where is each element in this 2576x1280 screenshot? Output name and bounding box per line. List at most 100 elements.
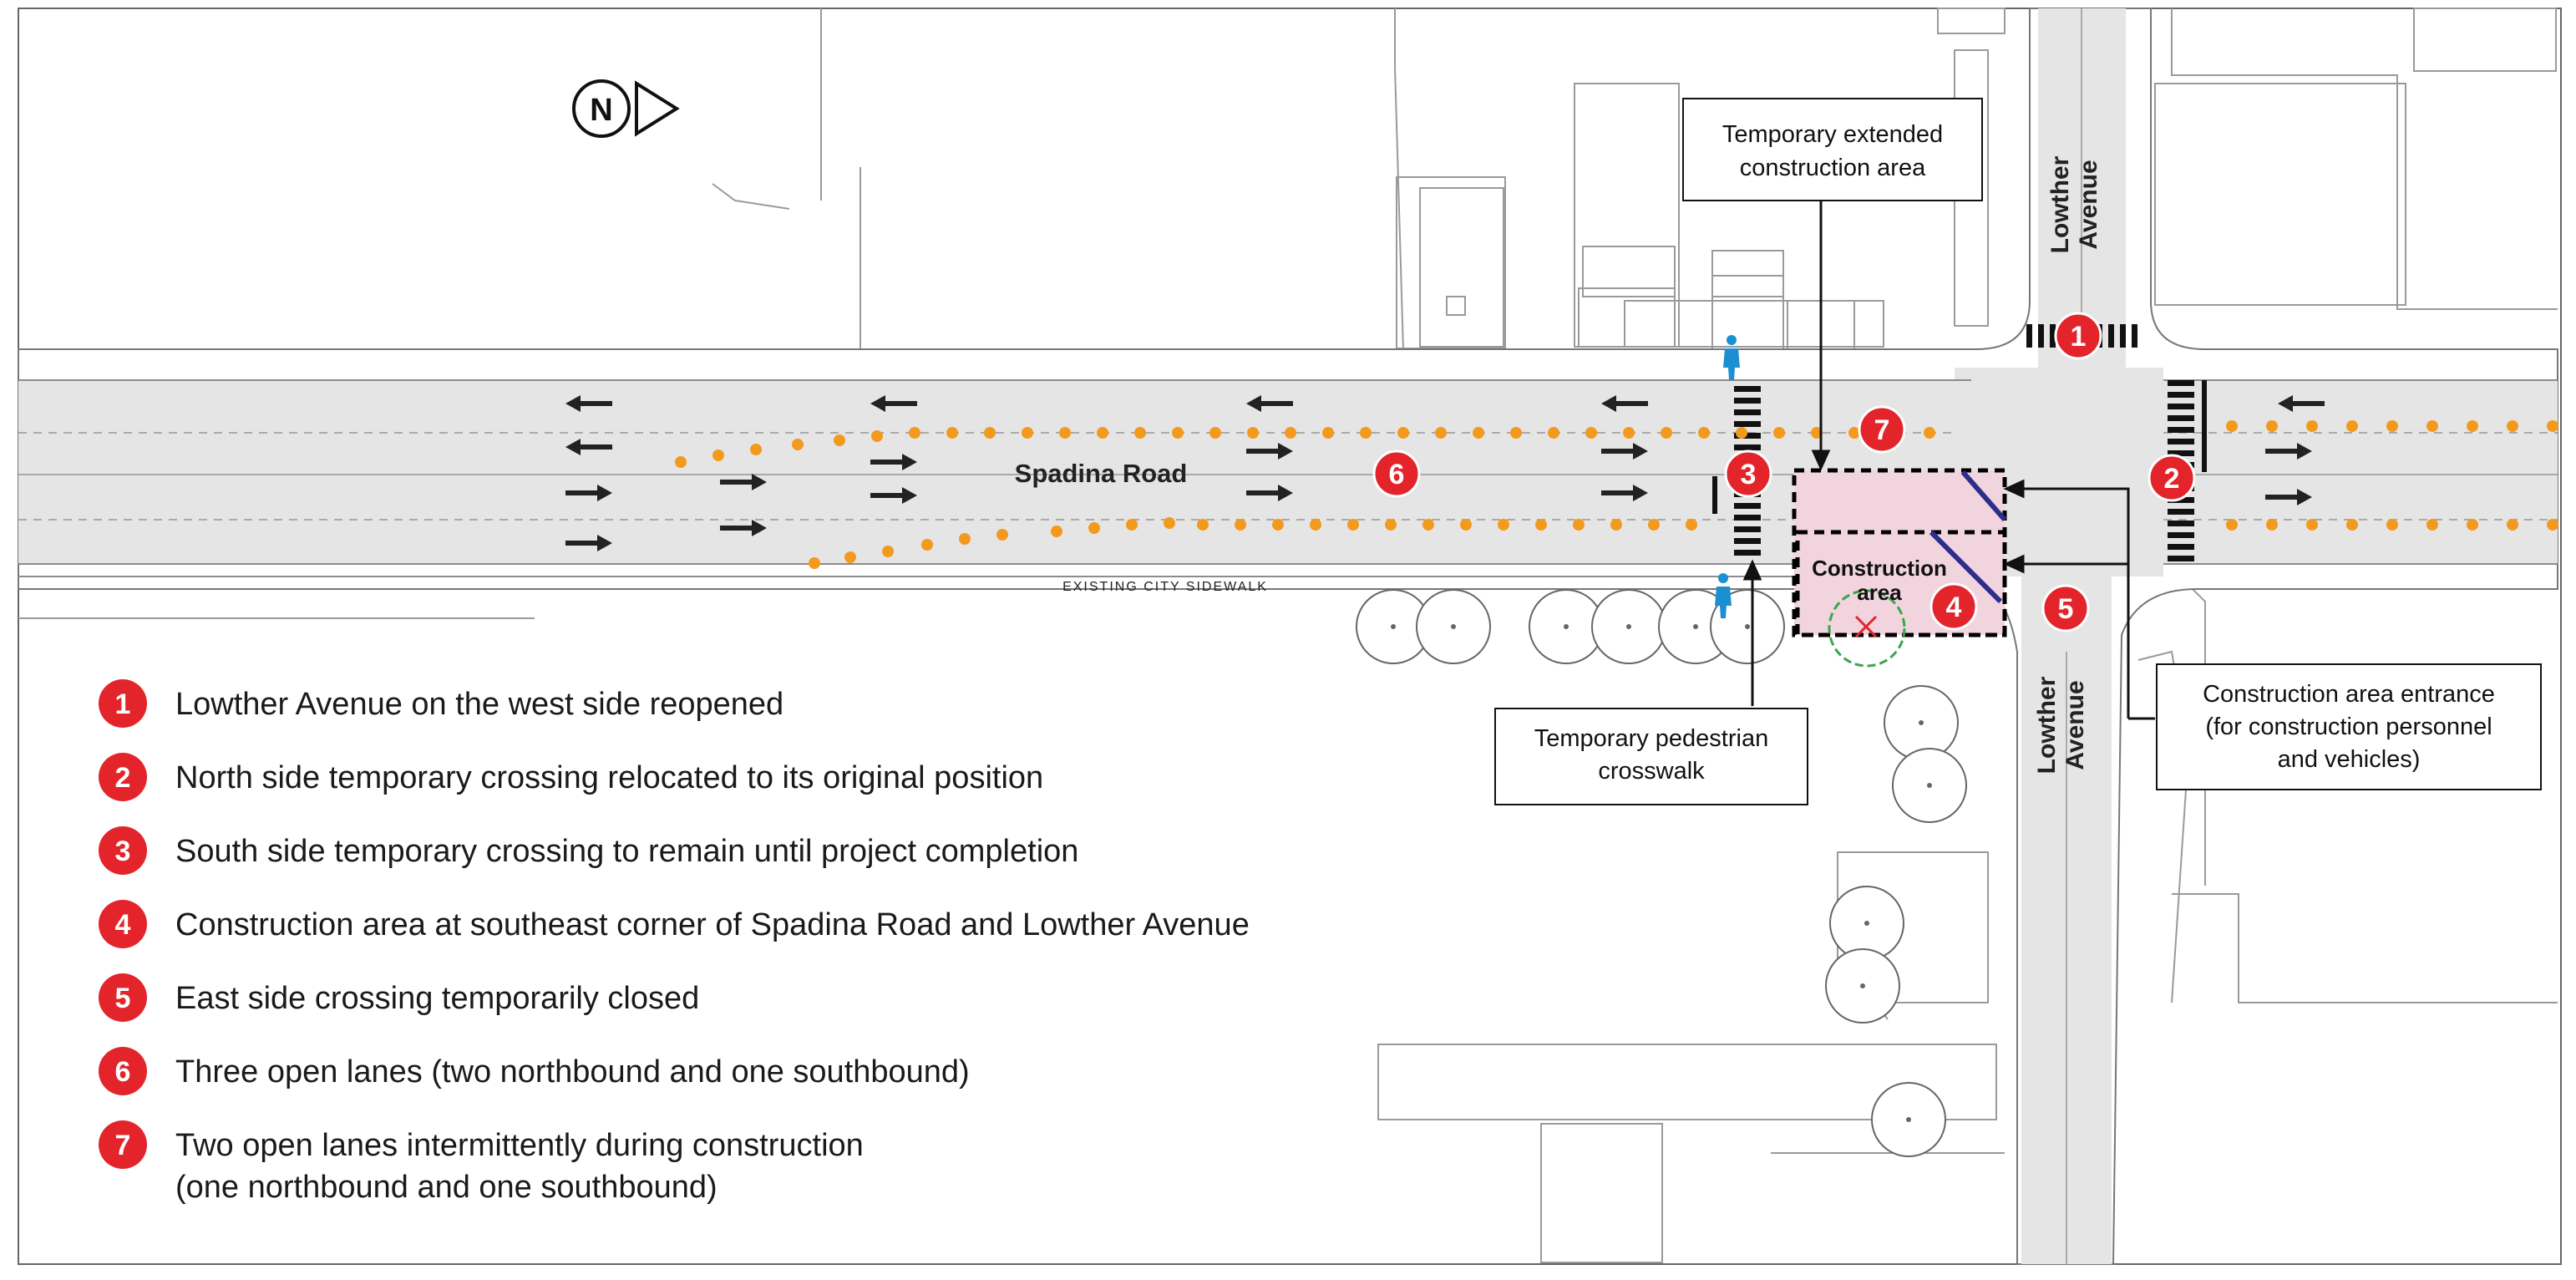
- building-outline: [1540, 1123, 1663, 1263]
- west-crosswalk-stripe: [2108, 324, 2114, 348]
- traffic-cone-icon: [959, 533, 971, 545]
- legend-text: East side crossing temporarily closed: [175, 981, 699, 1016]
- south-crosswalk-stripe: [1734, 421, 1761, 427]
- pedestrian-icon: [1723, 335, 1740, 380]
- lowther-north-line2: Avenue: [2075, 160, 2102, 249]
- traffic-cone-icon: [750, 444, 762, 455]
- building-outline: [1582, 246, 1676, 297]
- traffic-cone-icon: [1535, 519, 1547, 531]
- traffic-cone-icon: [1397, 427, 1409, 439]
- lane-arrow-icon: [1246, 485, 1293, 501]
- north-crosswalk-stripe: [2168, 532, 2194, 538]
- north-crosswalk-stripe: [2168, 544, 2194, 550]
- traffic-cone-icon: [712, 450, 724, 461]
- legend-marker: [99, 753, 147, 801]
- traffic-cone-icon: [2467, 420, 2478, 432]
- traffic-cones: [675, 420, 2558, 569]
- south-crosswalk-stripe: [1734, 538, 1761, 544]
- tree-icon: [1710, 589, 1785, 664]
- map-marker-5: 5: [2041, 584, 2090, 632]
- traffic-cone-icon: [1460, 519, 1472, 531]
- traffic-cone-icon: [1610, 519, 1622, 531]
- traffic-cone-icon: [921, 539, 933, 551]
- callout-entrance: [2156, 663, 2542, 790]
- existing-sidewalk-label: EXISTING CITY SIDEWALK: [1062, 580, 1268, 594]
- legend-text: South side temporary crossing to remain …: [175, 834, 1078, 869]
- traffic-cone-icon: [1585, 427, 1597, 439]
- lane-arrow-icon: [565, 395, 612, 412]
- south-crosswalk-stripe: [1734, 386, 1761, 392]
- traffic-cone-icon: [1435, 427, 1447, 439]
- lane-arrow-icon: [2265, 443, 2312, 460]
- south-crosswalk-stripe: [1734, 444, 1761, 450]
- north-crosswalk-stripe: [2168, 392, 2194, 398]
- tree-icon: [1884, 685, 1959, 760]
- map-marker-4: 4: [1929, 582, 1978, 631]
- map-marker-2: 2: [2148, 454, 2196, 502]
- lane-arrow-icon: [1246, 443, 1293, 460]
- leader-arrowhead: [1811, 450, 1831, 471]
- building-outline: [1711, 275, 1784, 297]
- removal-x: [1854, 615, 1878, 638]
- leader-entrance: [2021, 487, 2130, 719]
- traffic-cone-icon: [1126, 519, 1138, 531]
- barrier-line: [1960, 470, 2007, 521]
- traffic-cone-icon: [1272, 519, 1284, 531]
- building-outline: [2154, 83, 2406, 306]
- south-crosswalk-stripe: [1734, 515, 1761, 521]
- traffic-cone-icon: [1548, 427, 1559, 439]
- marker-circle: [1724, 450, 1772, 498]
- lane-arrow-icon: [870, 395, 917, 412]
- callout-ped-line1: Temporary pedestrian: [1534, 725, 1768, 752]
- west-crosswalk-stripe: [2038, 324, 2044, 348]
- west-crosswalk-stripe: [2132, 324, 2137, 348]
- legend-text: (one northbound and one southbound): [175, 1170, 718, 1205]
- legend-number: 1: [115, 688, 131, 720]
- legend-text: North side temporary crossing relocated …: [175, 760, 1043, 795]
- temporary-extended-construction-area: [1792, 468, 2007, 637]
- marker-number: 6: [1389, 459, 1405, 490]
- lane-arrow-icon: [565, 485, 612, 501]
- traffic-cone-icon: [1510, 427, 1522, 439]
- building-outline: [1377, 1044, 1997, 1120]
- roads: [18, 8, 2558, 1265]
- traffic-cone-icon: [1235, 519, 1246, 531]
- map-marker-6: 6: [1372, 450, 1421, 498]
- pedestrian-icon: [1715, 573, 1732, 618]
- legend-marker: [99, 1120, 147, 1169]
- traffic-cone-icon: [2426, 420, 2438, 432]
- legend-number: 4: [115, 909, 131, 941]
- protected-tree: [1828, 589, 1906, 668]
- traffic-cone-icon: [1285, 427, 1296, 439]
- marker-circle: [1858, 405, 1906, 454]
- legend-marker: [99, 679, 147, 728]
- property-line: [712, 183, 790, 210]
- traffic-cone-icon: [809, 557, 820, 569]
- traffic-cone-icon: [1473, 427, 1484, 439]
- callout-entrance-line3: and vehicles): [2278, 746, 2421, 773]
- traffic-cone-icon: [1848, 427, 1860, 439]
- north-crosswalk-stripe: [2168, 497, 2194, 503]
- lowther-north-line1: Lowther: [2046, 155, 2074, 253]
- callout-entrance-line2: (for construction personnel: [2205, 714, 2492, 740]
- traffic-cone-icon: [1736, 427, 1747, 439]
- building-outline: [1446, 296, 1466, 316]
- legend-marker: [99, 900, 147, 948]
- traffic-cone-icon: [1924, 427, 1935, 439]
- traffic-cone-icon: [2386, 519, 2398, 531]
- marker-circle: [2041, 584, 2090, 632]
- tree-icon: [1591, 589, 1666, 664]
- traffic-cone-icon: [2507, 519, 2518, 531]
- lane-arrow-icon: [720, 474, 767, 490]
- lowther-south-line2: Avenue: [2061, 680, 2089, 770]
- construction-area: [1795, 530, 2007, 637]
- traffic-cone-icon: [1573, 519, 1585, 531]
